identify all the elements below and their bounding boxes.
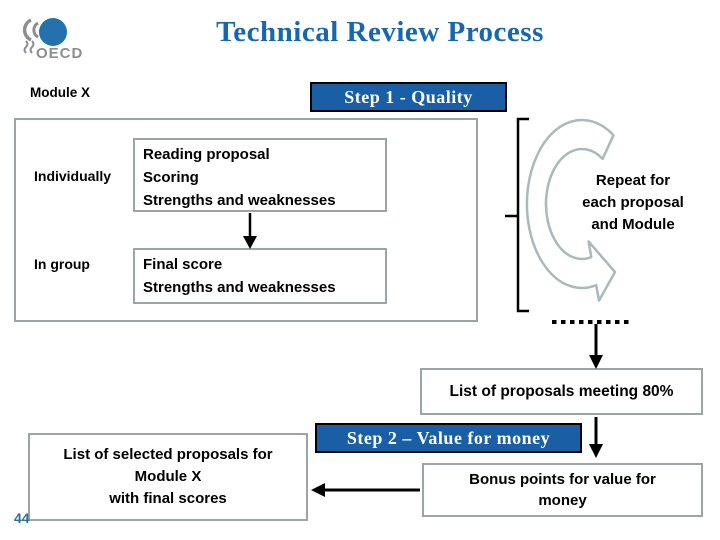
arrow-left-icon: [311, 483, 420, 497]
step1-label: Step 1 - Quality: [344, 86, 473, 107]
task-line: Scoring: [143, 169, 199, 186]
step1-banner: Step 1 - Quality: [310, 82, 507, 112]
step2-label: Step 2 – Value for money: [346, 427, 551, 448]
repeat-note: Repeat for each proposal and Module: [558, 170, 708, 236]
individually-label: Individually: [34, 168, 112, 184]
oecd-logo: OECD: [10, 8, 84, 62]
repeat-note-line: each proposal: [582, 194, 684, 211]
bonus-points-box: Bonus points for value for money: [422, 463, 703, 517]
bonus-line: money: [538, 492, 587, 509]
in-group-task-box: Final score Strengths and weaknesses: [133, 248, 387, 304]
bracket-icon: [505, 117, 529, 313]
oecd-logo-icon: [22, 18, 67, 54]
repeat-note-line: Repeat for: [595, 172, 671, 189]
individually-task-box: Reading proposal Scoring Strengths and w…: [133, 138, 387, 212]
page-number: 44: [14, 510, 30, 526]
task-line: Strengths and weaknesses: [143, 279, 336, 296]
selected-proposals-box: List of selected proposals for Module X …: [28, 433, 308, 521]
oecd-logo-text: OECD: [36, 45, 84, 62]
bonus-line: Bonus points for value for: [469, 471, 656, 488]
in-group-label: In group: [34, 256, 90, 272]
selected-line: with final scores: [109, 490, 227, 507]
arrow-down-icon: [589, 324, 603, 369]
page-title: Technical Review Process: [216, 16, 544, 48]
arrow-down-icon: [589, 417, 603, 458]
step2-banner: Step 2 – Value for money: [315, 423, 582, 453]
task-line: Reading proposal: [143, 146, 270, 163]
task-line: Final score: [143, 256, 223, 273]
task-line: Strengths and weaknesses: [143, 192, 336, 209]
list-80-text: List of proposals meeting 80%: [449, 382, 674, 400]
selected-line: List of selected proposals for: [63, 446, 273, 463]
repeat-note-line: and Module: [591, 216, 675, 233]
selected-line: Module X: [134, 468, 202, 485]
module-label: Module X: [30, 85, 90, 100]
list-80-box: List of proposals meeting 80%: [420, 368, 703, 415]
